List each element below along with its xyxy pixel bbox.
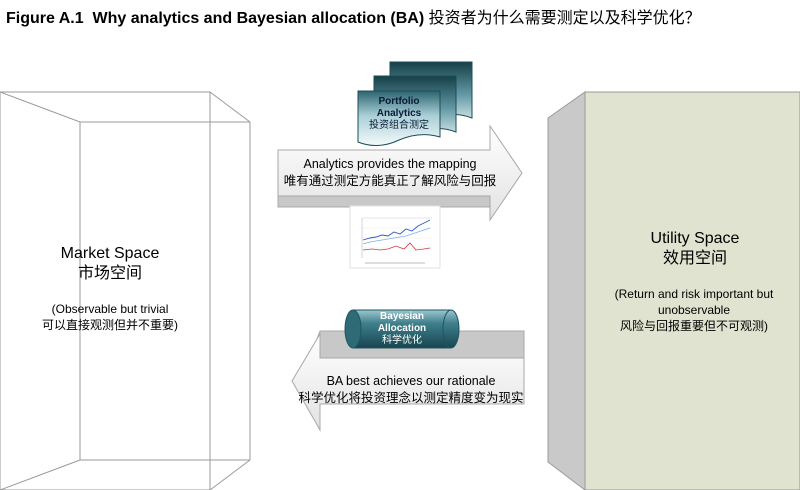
utility-space-note-en: (Return and risk important but unobserva… [614, 287, 774, 317]
analytics-arrow-text: Analytics provides the mapping 唯有通过测定方能真… [280, 156, 500, 190]
portfolio-analytics-line1: Portfolio [378, 96, 420, 107]
bayesian-arrow-text-cn: 科学优化将投资理念以测定精度变为现实 [298, 391, 524, 405]
figure-number: Figure A.1 [6, 10, 84, 27]
bayesian-allocation-cn: 科学优化 [382, 335, 422, 346]
bayesian-allocation-line2: Allocation [377, 323, 427, 334]
bayesian-allocation-label: Bayesian Allocation 科学优化 [358, 311, 446, 347]
market-space-title-en: Market Space [60, 245, 160, 262]
report-thumbnail [349, 205, 441, 269]
figure-title-chinese: 投资者为什么需要测定以及科学优化？ [428, 10, 701, 27]
utility-space-title-cn: 效用空间 [662, 250, 727, 267]
analytics-arrow [277, 124, 523, 222]
market-space-box [0, 91, 251, 490]
portfolio-analytics-cn: 投资组合测定 [369, 120, 429, 131]
analytics-arrow-text-en: Analytics provides the mapping [303, 157, 477, 171]
utility-space-box [547, 91, 800, 490]
market-space-title-cn: 市场空间 [77, 265, 142, 282]
bayesian-allocation-cylinder-icon [344, 309, 460, 349]
bayesian-allocation-line1: Bayesian [380, 311, 424, 322]
utility-space-title-en: Utility Space [650, 230, 740, 247]
figure-title: Figure A.1 Why analytics and Bayesian al… [6, 4, 701, 28]
market-space-note: (Observable but trivial 可以直接观测但并不重要) [10, 301, 210, 333]
bayesian-arrow-text: BA best achieves our rationale 科学优化将投资理念… [296, 373, 526, 407]
portfolio-analytics-line2: Analytics [376, 108, 422, 119]
portfolio-analytics-docs-icon [357, 61, 473, 146]
figure-title-english: Why analytics and Bayesian allocation (B… [92, 10, 425, 27]
market-space-title: Market Space 市场空间 [30, 244, 190, 284]
utility-space-note-cn: 风险与回报重要但不可观测) [620, 319, 768, 333]
bayesian-arrow-text-en: BA best achieves our rationale [326, 374, 496, 388]
market-space-note-cn: 可以直接观测但并不重要) [42, 318, 178, 332]
utility-space-note: (Return and risk important but unobserva… [598, 286, 790, 334]
market-space-note-en: (Observable but trivial [51, 302, 169, 316]
utility-space-title: Utility Space 效用空间 [610, 229, 780, 269]
analytics-arrow-text-cn: 唯有通过测定方能真正了解风险与回报 [283, 174, 497, 188]
portfolio-analytics-label: Portfolio Analytics 投资组合测定 [358, 96, 440, 132]
